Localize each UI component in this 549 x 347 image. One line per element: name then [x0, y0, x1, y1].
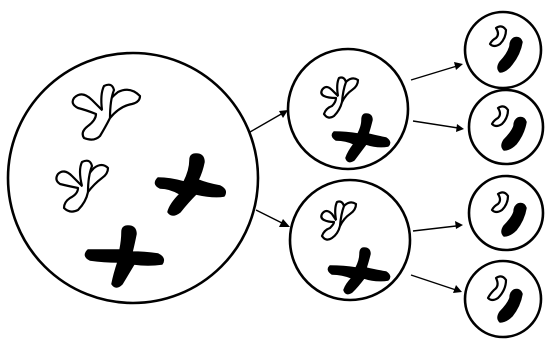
arrow-parent-to-daughter-2 — [256, 210, 290, 227]
arrow-daughter-2-to-gamete-4 — [411, 275, 462, 293]
arrow-daughter-2-to-gamete-3 — [413, 221, 463, 231]
arrow-daughter-1-to-gamete-1 — [411, 62, 463, 80]
arrow-parent-to-daughter-1 — [250, 110, 288, 132]
gamete-3-membrane — [469, 176, 543, 250]
gamete-3 — [469, 176, 543, 250]
gamete-4-membrane — [465, 261, 541, 337]
gamete-2-membrane — [469, 90, 543, 164]
daughter-cell-1 — [288, 49, 408, 169]
gamete-1 — [465, 12, 541, 88]
gamete-2 — [469, 90, 543, 164]
gamete-1-membrane — [465, 12, 541, 88]
daughter-cell-2 — [290, 180, 410, 300]
gamete-4 — [465, 261, 541, 337]
arrow-daughter-1-to-gamete-2 — [413, 121, 464, 132]
parent-cell — [8, 53, 258, 303]
daughter-cell-1-membrane — [288, 49, 408, 169]
